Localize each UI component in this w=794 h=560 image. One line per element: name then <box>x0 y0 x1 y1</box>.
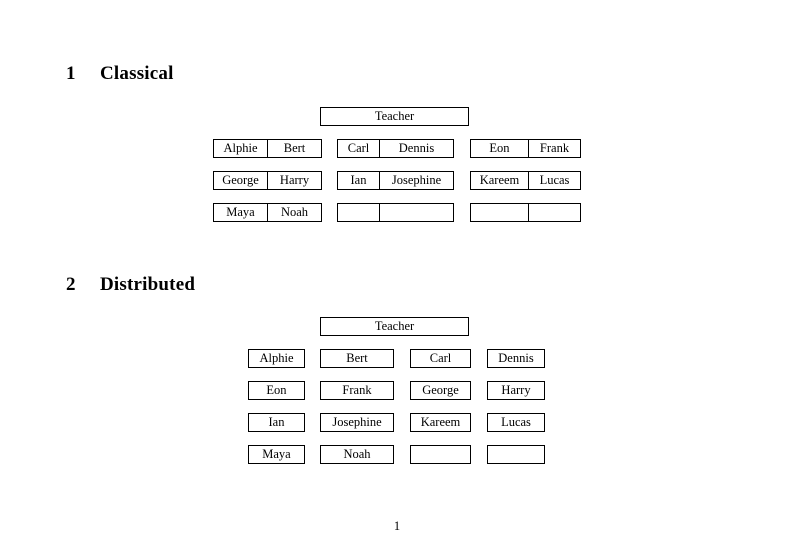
pair-row: Ian Josephine <box>337 171 454 190</box>
name-cell: Eon <box>471 140 529 157</box>
name-box: Harry <box>487 381 545 400</box>
section-heading-distributed: 2 Distributed <box>66 274 195 296</box>
section-title: Classical <box>100 63 174 84</box>
name-cell <box>380 204 453 221</box>
section-heading-classical: 1 Classical <box>66 63 174 85</box>
teacher-box-distributed: Teacher <box>320 317 469 336</box>
name-box: Kareem <box>410 413 471 432</box>
name-box: Dennis <box>487 349 545 368</box>
name-box <box>410 445 471 464</box>
name-box: George <box>410 381 471 400</box>
pair-row: George Harry <box>213 171 322 190</box>
name-box: Eon <box>248 381 305 400</box>
name-box: Frank <box>320 381 394 400</box>
section-title: Distributed <box>100 274 196 295</box>
name-cell: George <box>214 172 268 189</box>
name-box: Alphie <box>248 349 305 368</box>
name-cell <box>471 204 529 221</box>
name-box: Carl <box>410 349 471 368</box>
name-box: Ian <box>248 413 305 432</box>
name-box: Lucas <box>487 413 545 432</box>
name-box: Maya <box>248 445 305 464</box>
name-cell: Ian <box>338 172 380 189</box>
name-cell: Frank <box>539 141 570 155</box>
page-number: 1 <box>393 519 401 533</box>
name-cell: Dennis <box>398 141 435 155</box>
section-number: 1 <box>66 63 76 84</box>
name-cell: Maya <box>214 204 268 221</box>
pair-row: Maya Noah <box>213 203 322 222</box>
name-box: Noah <box>320 445 394 464</box>
teacher-box-classical: Teacher <box>320 107 469 126</box>
section-number: 2 <box>66 274 76 295</box>
name-box: Bert <box>320 349 394 368</box>
pair-row <box>470 203 581 222</box>
name-box <box>487 445 545 464</box>
name-box: Josephine <box>320 413 394 432</box>
pair-row: Kareem Lucas <box>470 171 581 190</box>
name-cell: Lucas <box>539 173 570 187</box>
pair-row: Alphie Bert <box>213 139 322 158</box>
name-cell: Harry <box>279 173 310 187</box>
pair-row: Eon Frank <box>470 139 581 158</box>
name-cell: Carl <box>338 140 380 157</box>
name-cell <box>338 204 380 221</box>
name-cell: Alphie <box>214 140 268 157</box>
pair-row <box>337 203 454 222</box>
name-cell: Kareem <box>471 172 529 189</box>
name-cell: Josephine <box>391 173 442 187</box>
name-cell: Noah <box>280 205 309 219</box>
name-cell: Bert <box>283 141 306 155</box>
pair-row: Carl Dennis <box>337 139 454 158</box>
name-cell <box>529 204 580 221</box>
